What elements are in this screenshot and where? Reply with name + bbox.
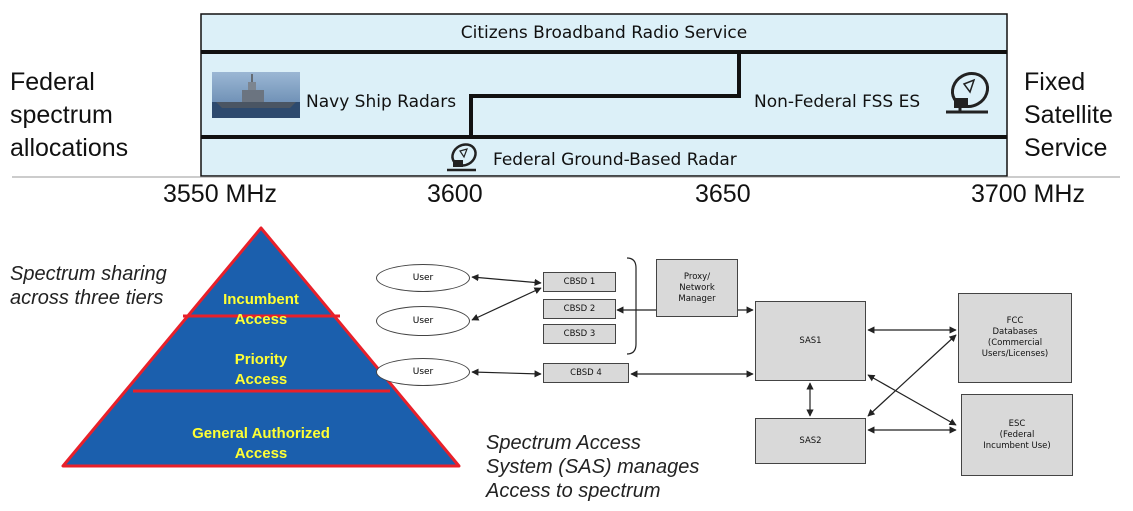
user-node-1: User — [376, 264, 470, 292]
cbsd-4-box: CBSD 4 — [543, 363, 629, 383]
ground-radar-dish-icon — [447, 143, 477, 172]
freq-3700: 3700 MHz — [971, 180, 1085, 208]
sas2-box: SAS2 — [755, 418, 866, 464]
user-node-3: User — [376, 358, 470, 386]
freq-3550: 3550 MHz — [163, 180, 277, 208]
satellite-dish-icon — [946, 71, 990, 114]
fcc-databases-box: FCC Databases (Commercial Users/Licenses… — [958, 293, 1072, 383]
federal-ground-radar-label: Federal Ground-Based Radar — [493, 150, 737, 170]
non-federal-fss-label: Non-Federal FSS ES — [754, 92, 921, 112]
cbsd-1-box: CBSD 1 — [543, 272, 616, 292]
esc-box: ESC (Federal Incumbent Use) — [961, 394, 1073, 476]
sas-caption: Spectrum Access System (SAS) manages Acc… — [486, 432, 700, 502]
freq-3600: 3600 — [427, 180, 483, 208]
tier-general-authorized-access: General Authorized Access — [192, 425, 330, 462]
cbsd-3-box: CBSD 3 — [543, 324, 616, 344]
spectrum-band — [12, 13, 1120, 178]
sas1-box: SAS1 — [755, 301, 866, 381]
tier-incumbent-access: Incumbent Access — [223, 291, 299, 328]
pyramid-caption: Spectrum sharing across three tiers — [10, 263, 167, 309]
navy-ship-image — [212, 72, 300, 118]
navy-ship-radars-label: Navy Ship Radars — [306, 92, 457, 112]
tier-priority-access: Priority Access — [234, 351, 288, 388]
fixed-satellite-label: Fixed Satellite Service — [1024, 68, 1113, 162]
cbsd-2-box: CBSD 2 — [543, 299, 616, 319]
tier-pyramid — [61, 226, 461, 468]
federal-spectrum-label: Federal spectrum allocations — [10, 68, 129, 162]
freq-3650: 3650 — [695, 180, 751, 208]
proxy-network-manager-box: Proxy/ Network Manager — [656, 259, 738, 317]
cbrs-label: Citizens Broadband Radio Service — [460, 23, 748, 43]
user-node-2: User — [376, 306, 470, 336]
